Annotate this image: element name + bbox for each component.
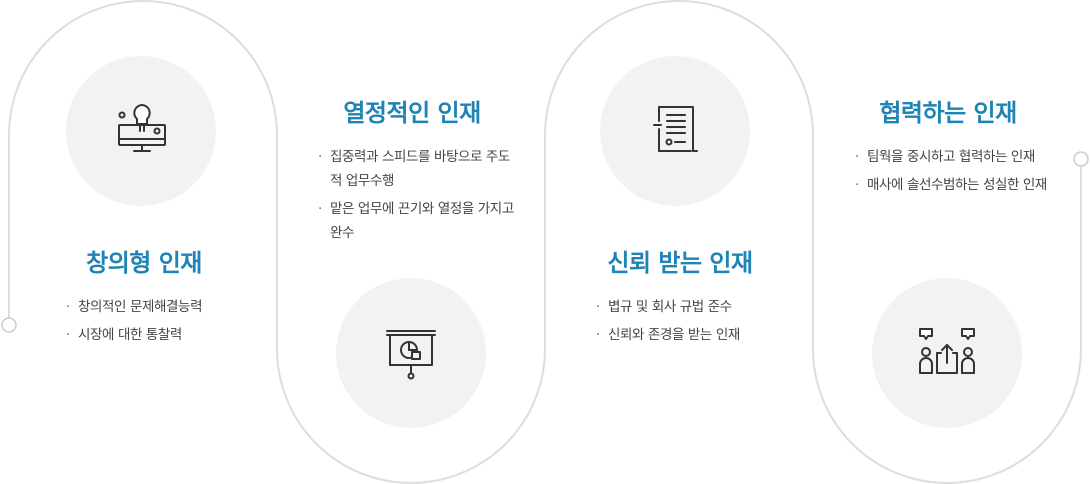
track-start-dot bbox=[1, 317, 17, 333]
team-share-icon bbox=[919, 328, 975, 374]
card-4-title: 협력하는 인재 bbox=[879, 99, 1017, 127]
card-2-title: 열정적인 인재 bbox=[343, 99, 481, 127]
card-1-bullets: 창의적인 문제해결능력 시장에 대한 통찰력 bbox=[66, 295, 246, 351]
card-2-bullet: 맡은 업무에 끈기와 열정을 가지고 완수 bbox=[318, 197, 518, 245]
card-3-icon-circle bbox=[600, 56, 750, 206]
card-4-bullet: 팀웍을 중시하고 협력하는 인재 bbox=[855, 145, 1050, 169]
card-3-bullet: 신뢰와 존경을 받는 인재 bbox=[596, 323, 786, 347]
card-1-icon-circle bbox=[66, 56, 216, 206]
card-1-bullet: 창의적인 문제해결능력 bbox=[66, 295, 246, 319]
card-4-bullets: 팀웍을 중시하고 협력하는 인재 매사에 솔선수범하는 성실한 인재 bbox=[855, 145, 1050, 201]
card-4-icon-circle bbox=[872, 278, 1022, 428]
card-2-bullet: 집중력과 스피드를 바탕으로 주도적 업무수행 bbox=[318, 145, 518, 193]
card-3-bullets: 볍규 및 회사 규법 준수 신뢰와 존경을 받는 인재 bbox=[596, 295, 786, 351]
presentation-board-icon bbox=[386, 330, 436, 380]
card-2-icon-circle bbox=[336, 278, 486, 428]
document-list-icon bbox=[653, 106, 698, 152]
track-end-dot bbox=[1073, 151, 1089, 167]
wave-path bbox=[8, 0, 1082, 484]
card-1-title: 창의형 인재 bbox=[86, 249, 202, 277]
card-1-bullet: 시장에 대한 통찰력 bbox=[66, 323, 246, 347]
card-4-bullet: 매사에 솔선수범하는 성실한 인재 bbox=[855, 173, 1050, 197]
card-3-title: 신뢰 받는 인재 bbox=[607, 249, 753, 277]
card-3-bullet: 볍규 및 회사 규법 준수 bbox=[596, 295, 786, 319]
lightbulb-monitor-icon bbox=[118, 104, 166, 152]
card-2-bullets: 집중력과 스피드를 바탕으로 주도적 업무수행 맡은 업무에 끈기와 열정을 가… bbox=[318, 145, 518, 249]
